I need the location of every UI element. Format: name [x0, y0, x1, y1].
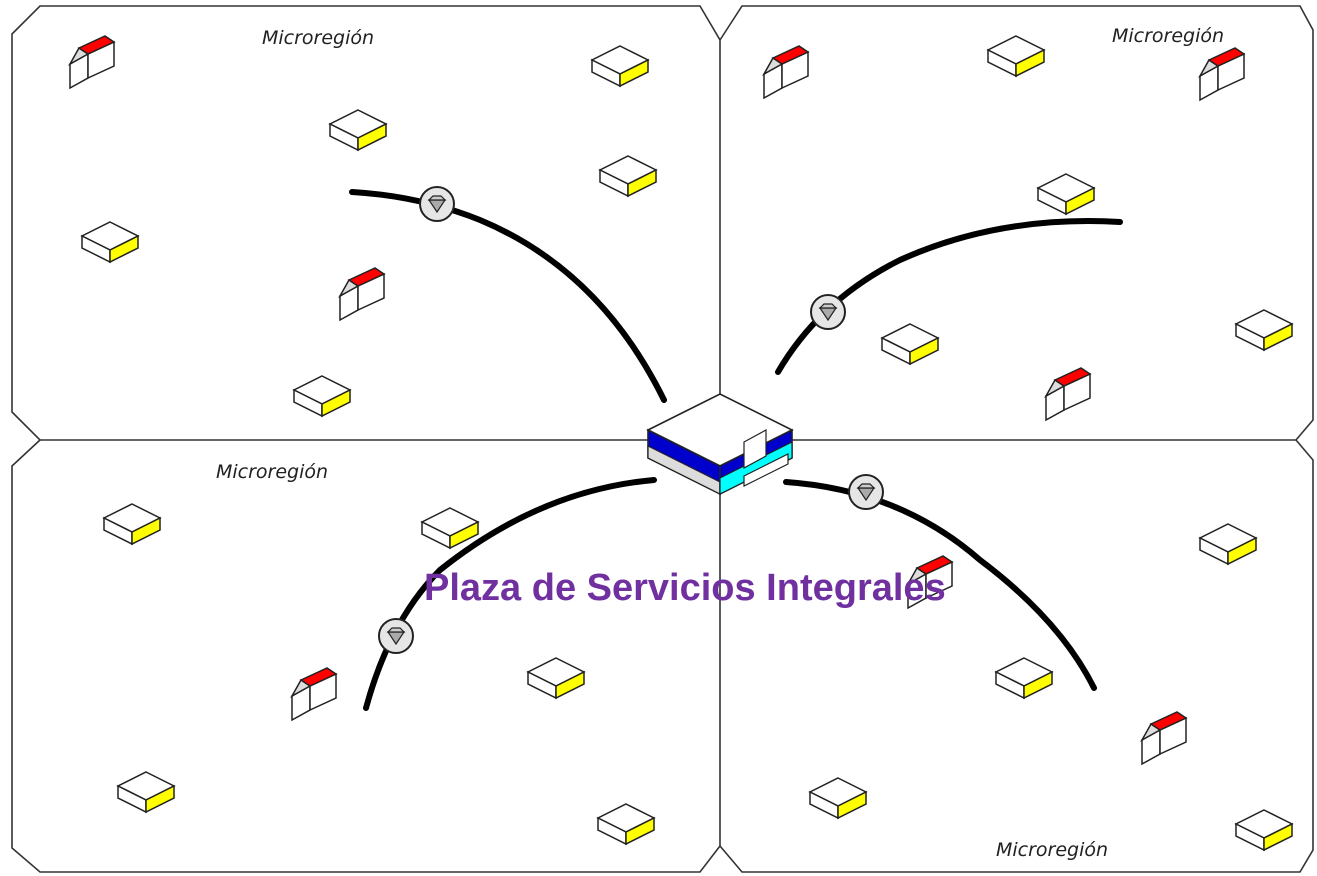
- road-top-left: [349, 189, 667, 403]
- community-block-icon: [1235, 809, 1293, 851]
- house-icon: [339, 267, 385, 321]
- road-node-icon: [378, 618, 414, 654]
- community-block-icon: [527, 657, 585, 699]
- road-bottom-left: [363, 477, 657, 711]
- house-icon: [291, 667, 337, 721]
- community-block-icon: [881, 323, 939, 365]
- road-node-icon: [419, 186, 455, 222]
- community-block-icon: [597, 803, 655, 845]
- road-node-icon: [810, 294, 846, 330]
- house-icon: [1141, 711, 1187, 765]
- community-block-icon: [809, 777, 867, 819]
- region-label-top-left: Microregión: [262, 27, 374, 49]
- community-block-icon: [1235, 309, 1293, 351]
- community-block-icon: [81, 221, 139, 263]
- house-icon: [69, 35, 115, 89]
- road-top-right: [775, 218, 1123, 375]
- road-node-icon: [848, 474, 884, 510]
- community-block-icon: [421, 507, 479, 549]
- community-block-icon: [1199, 523, 1257, 565]
- community-block-icon: [103, 503, 161, 545]
- roads: [349, 189, 1123, 711]
- community-block-icon: [1037, 173, 1095, 215]
- diagram-title: Plaza de Servicios Integrales: [424, 567, 946, 609]
- house-icon: [763, 45, 809, 99]
- region-label-top-right: Microregión: [1112, 25, 1224, 47]
- region-border-bottom-left: [11, 439, 721, 873]
- region-label-bottom-right: Microregión: [996, 839, 1108, 861]
- plaza-building-icon: [646, 393, 794, 496]
- community-block-icon: [995, 657, 1053, 699]
- region-border-top-left: [11, 5, 721, 441]
- houses: [69, 35, 1245, 765]
- region-label-bottom-left: Microregión: [216, 461, 328, 483]
- community-block-icon: [599, 155, 657, 197]
- house-icon: [1199, 47, 1245, 101]
- community-block-icon: [591, 45, 649, 87]
- community-block-icon: [987, 35, 1045, 77]
- region-border-bottom-right: [719, 439, 1314, 873]
- community-block-icon: [117, 771, 175, 813]
- house-icon: [1045, 367, 1091, 421]
- region-borders: [11, 5, 1314, 873]
- community-block-icon: [329, 109, 387, 151]
- community-block-icon: [293, 375, 351, 417]
